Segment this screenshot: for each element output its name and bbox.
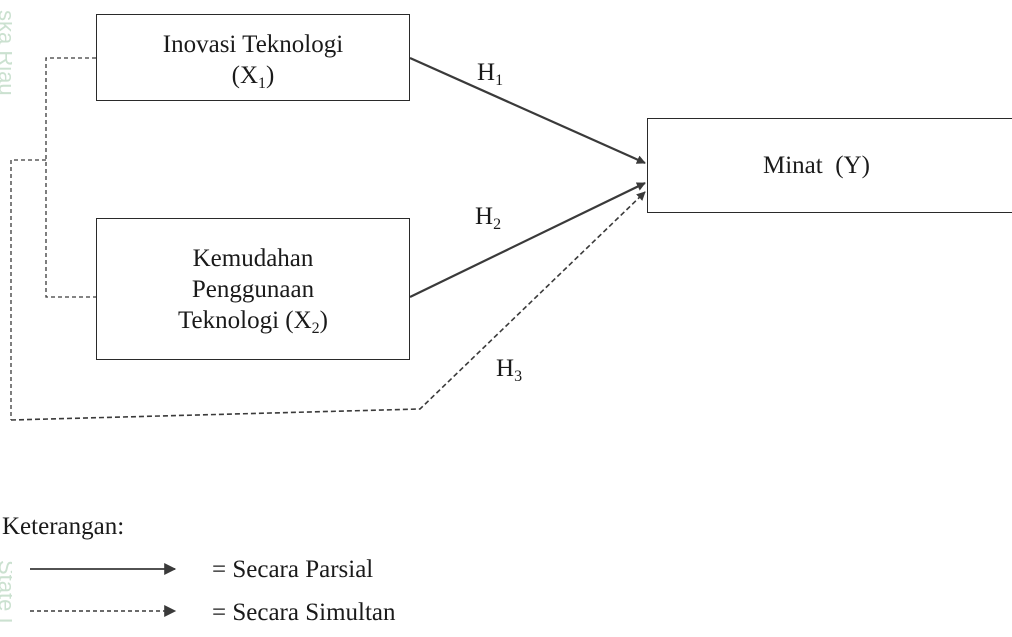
- h3-letter: H: [496, 355, 515, 382]
- hypothesis-label-h2: H2: [475, 202, 502, 233]
- variable-x1-text: Inovasi Teknologi (X1): [162, 31, 344, 92]
- variable-box-y: Minat (Y): [647, 118, 1012, 213]
- legend-title: Keterangan:: [2, 513, 125, 540]
- variable-x2-line3: Teknologi: [178, 306, 280, 334]
- variable-x2-text: Kemudahan Penggunaan Teknologi (X2): [178, 244, 328, 337]
- h1-arrow: [409, 56, 646, 165]
- bracket-branch-line: [10, 159, 46, 420]
- h1-subscript: 1: [495, 72, 504, 89]
- variable-x2-line1: Kemudahan: [192, 244, 314, 272]
- variable-box-x2: Kemudahan Penggunaan Teknologi (X2): [96, 218, 410, 360]
- h2-subscript: 2: [493, 216, 502, 233]
- legend-solid-label: = Secara Parsial: [212, 556, 374, 583]
- h1-letter: H: [477, 59, 496, 86]
- h2-letter: H: [475, 203, 494, 230]
- variable-x2-subscript: 2: [311, 319, 320, 337]
- variable-box-x1: Inovasi Teknologi (X1): [96, 14, 410, 101]
- h2-arrow: [409, 182, 646, 298]
- variable-x2-line2: Penggunaan: [191, 275, 315, 303]
- variable-x1-code: X: [239, 62, 259, 89]
- h3-dashed-arrow: [10, 191, 646, 421]
- h3-subscript: 3: [514, 368, 523, 385]
- bracket-connector-x1-x2: [45, 57, 96, 298]
- hypothesis-label-h1: H1: [477, 58, 504, 89]
- hypothesis-label-h3: H3: [496, 354, 523, 385]
- watermark-side-text-top: ska Riau: [0, 10, 12, 96]
- variable-x1-name: Inovasi Teknologi: [162, 31, 344, 58]
- watermark-side-text-bottom: State I: [0, 560, 12, 624]
- legend-dashed-label: = Secara Simultan: [212, 599, 396, 626]
- variable-y-label: Minat (Y): [763, 152, 870, 179]
- variable-x1-subscript: 1: [258, 75, 267, 92]
- variable-x2-code: X: [293, 306, 312, 334]
